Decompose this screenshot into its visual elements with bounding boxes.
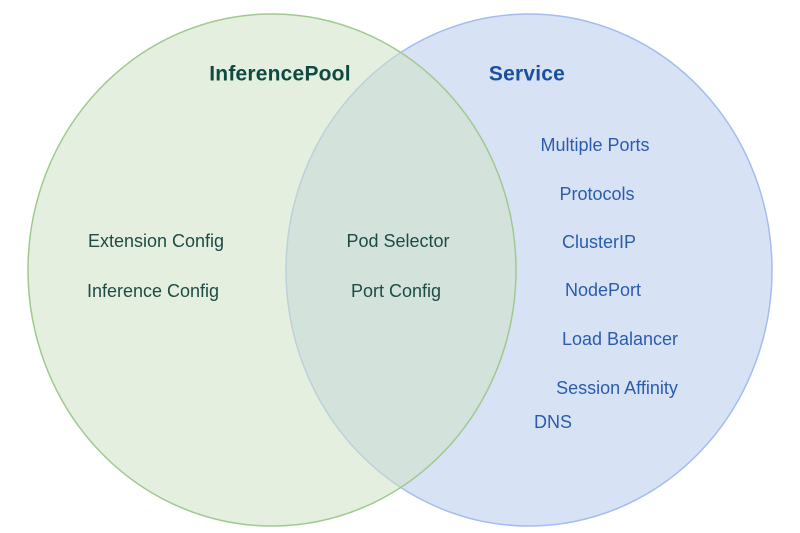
- label-session-affinity: Session Affinity: [556, 378, 678, 398]
- inferencepool-title: InferencePool: [209, 62, 351, 86]
- label-port-config: Port Config: [350, 281, 442, 301]
- label-inference-config: Inference Config: [86, 281, 220, 301]
- label-nodeport: NodePort: [564, 280, 642, 300]
- label-dns: DNS: [533, 412, 573, 432]
- label-extension-config: Extension Config: [87, 231, 225, 251]
- label-pod-selector: Pod Selector: [346, 231, 450, 251]
- label-clusterip: ClusterIP: [561, 232, 637, 252]
- label-protocols: Protocols: [559, 184, 635, 204]
- service-title: Service: [488, 62, 566, 86]
- inferencepool-circle: [27, 13, 517, 527]
- label-multiple-ports: Multiple Ports: [540, 135, 650, 155]
- label-load-balancer: Load Balancer: [561, 329, 679, 349]
